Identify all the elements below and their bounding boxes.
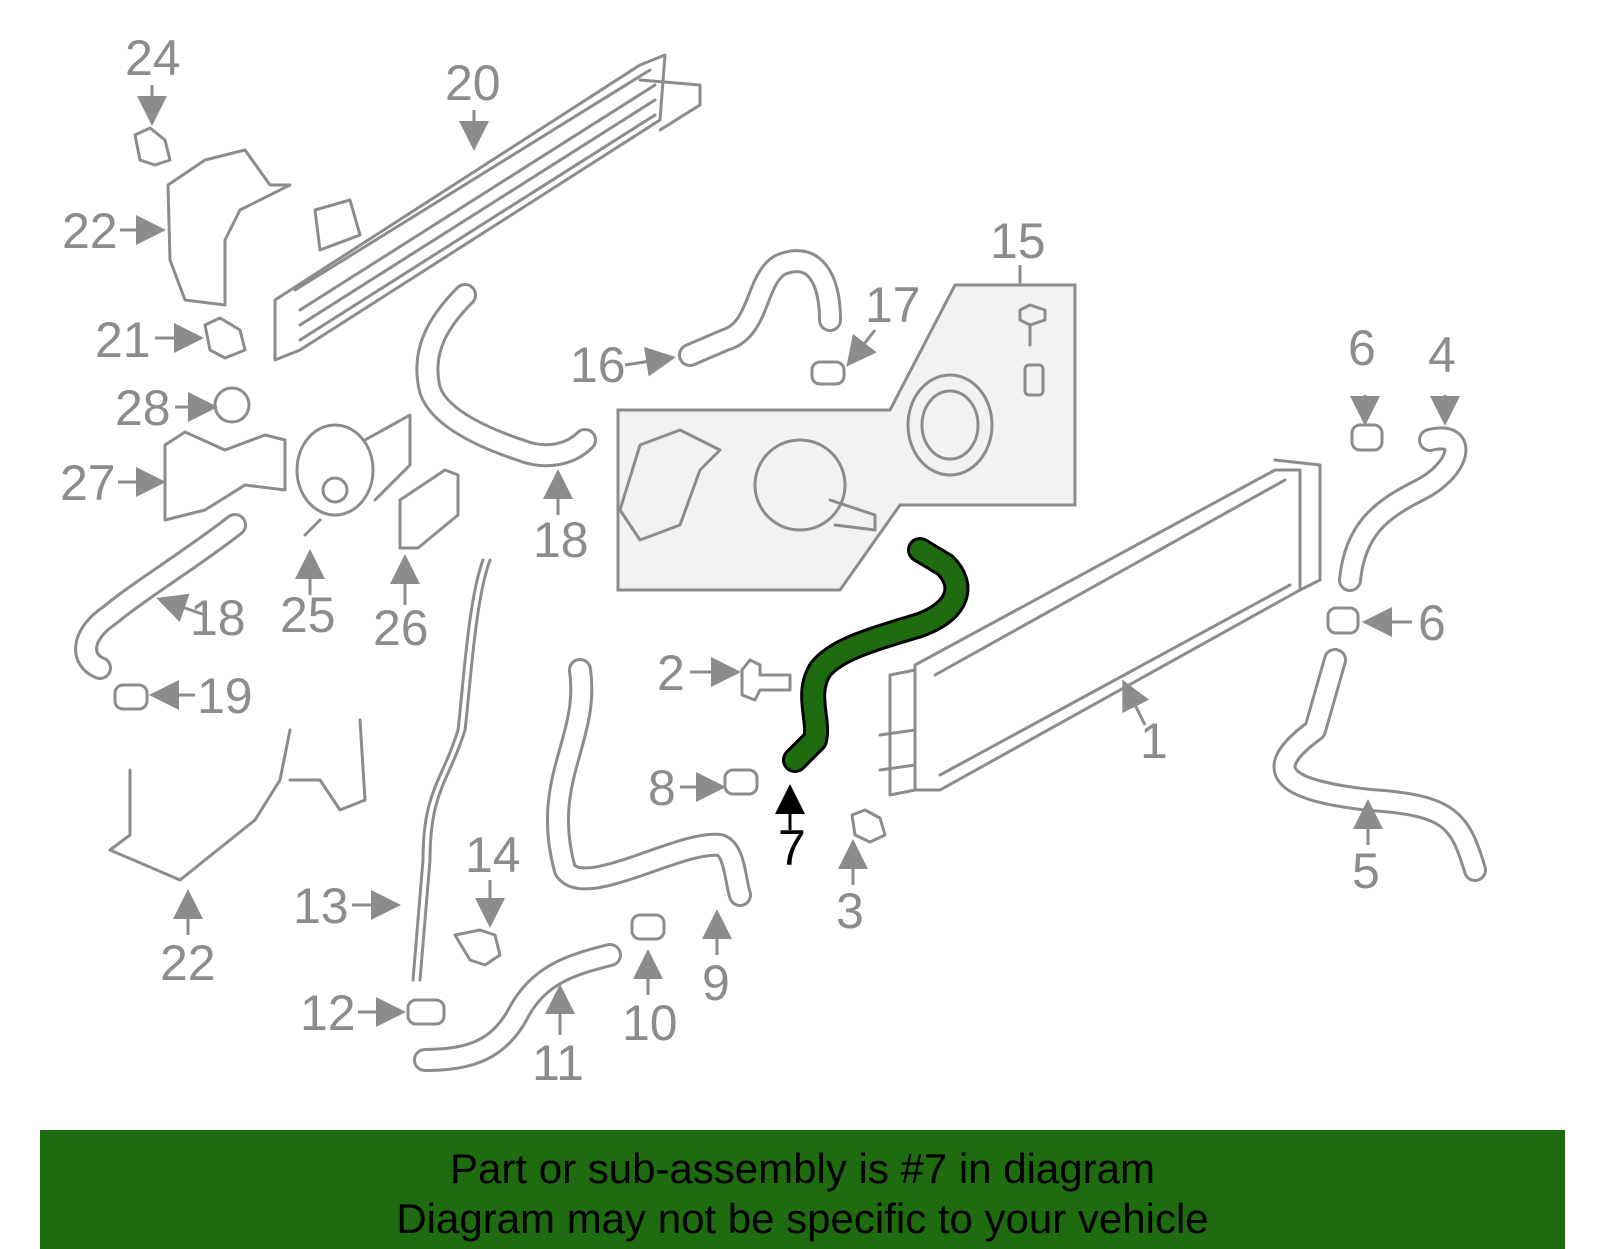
- label-20: 19: [197, 668, 253, 724]
- label-21: 20: [445, 55, 501, 111]
- part-13-tube: [418, 558, 492, 982]
- hose-9: [545, 658, 752, 907]
- label-10: 10: [622, 995, 678, 1051]
- part-21-cooler: [273, 53, 702, 362]
- label-16: 16: [570, 337, 626, 393]
- label-23: 22: [160, 935, 216, 991]
- part-15-kit: [616, 283, 1077, 592]
- part-14-bolt: [453, 928, 502, 967]
- label-24: 22: [62, 203, 118, 259]
- label-2: 2: [657, 645, 685, 701]
- part-27-bracket: [398, 468, 460, 550]
- leader-arrows: [118, 85, 1460, 1035]
- label-22: 21: [95, 312, 151, 368]
- banner-line-1: Part or sub-assembly is #7 in diagram: [450, 1145, 1155, 1192]
- part-28-bracket: [163, 430, 287, 522]
- label-25: 24: [125, 30, 181, 86]
- part-13-tube-b: [411, 558, 485, 982]
- part-24-shield: [166, 148, 292, 307]
- label-13: 13: [293, 878, 349, 934]
- part-6-clamp: [1350, 423, 1384, 452]
- hose-19: [74, 513, 247, 680]
- info-banner: Part or sub-assembly is #7 in diagram Di…: [40, 1130, 1565, 1249]
- label-6a: 6: [1348, 320, 1376, 376]
- hose-11: [413, 943, 622, 1072]
- label-7: 7: [778, 820, 806, 876]
- part-8-clamp: [723, 768, 759, 796]
- part-12-clamp: [406, 998, 446, 1026]
- label-9: 9: [702, 955, 730, 1011]
- part-3-clip: [850, 808, 887, 844]
- part-22-clip: [203, 316, 247, 360]
- hose-4: [1338, 426, 1468, 592]
- part-25-clip: [133, 126, 172, 167]
- label-28: 27: [60, 455, 116, 511]
- banner-line-2: Diagram may not be specific to your vehi…: [396, 1195, 1209, 1242]
- label-19: 18: [190, 590, 246, 646]
- part-2-bolt: [740, 658, 792, 702]
- label-17: 17: [865, 277, 921, 333]
- label-8: 8: [648, 760, 676, 816]
- label-29: 28: [115, 380, 171, 436]
- hose-16: [678, 249, 842, 367]
- label-14: 14: [465, 827, 521, 883]
- label-26: 25: [280, 587, 336, 643]
- label-6b: 6: [1418, 595, 1446, 651]
- part-1-cooler: [878, 458, 1322, 797]
- part-10-clamp: [630, 913, 666, 941]
- hose-18: [415, 283, 597, 468]
- part-labels: 24 20 22 21 28 27 25 26 18 19 22 16 17 1…: [60, 30, 1456, 1091]
- part-20-clamp: [113, 683, 149, 711]
- label-12: 12: [300, 985, 356, 1041]
- label-15: 15: [990, 213, 1046, 269]
- part-17-clamp: [810, 360, 846, 386]
- label-18: 18: [533, 512, 589, 568]
- part-6-clamp-b: [1326, 606, 1360, 635]
- label-4: 4: [1428, 327, 1456, 383]
- label-27: 26: [373, 600, 429, 656]
- label-5: 5: [1352, 843, 1380, 899]
- hose-5: [1272, 648, 1487, 882]
- part-23-tube: [108, 718, 367, 882]
- part-26-pump: [295, 413, 412, 537]
- label-11: 11: [532, 1035, 584, 1091]
- label-1: 1: [1140, 713, 1168, 769]
- label-3: 3: [836, 883, 864, 939]
- part-7-hose-highlighted: [775, 537, 970, 830]
- part-29-nut: [213, 386, 251, 424]
